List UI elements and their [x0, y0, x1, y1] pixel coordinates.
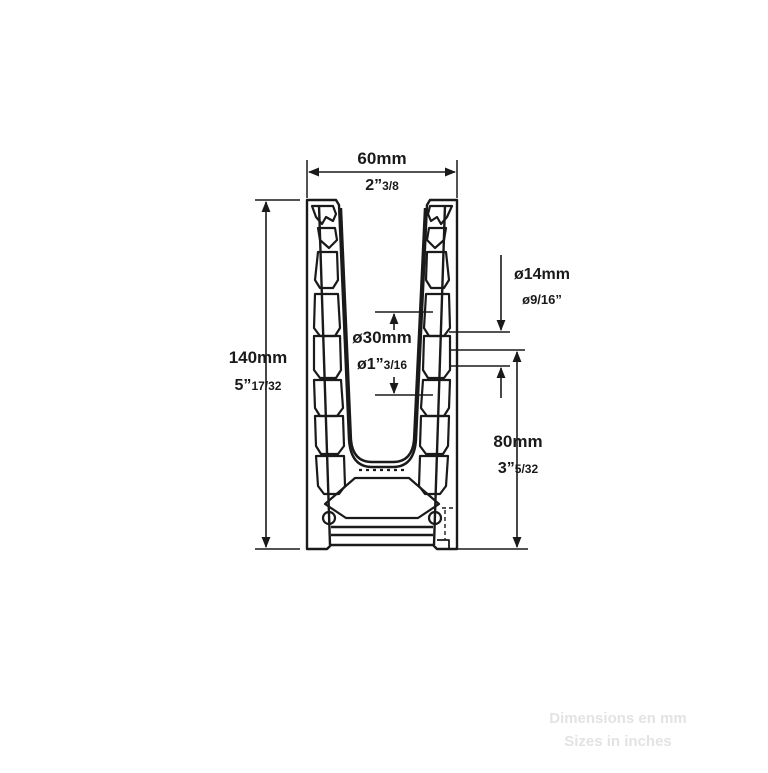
- bore-small-inch-label: ø9/16”: [522, 292, 562, 307]
- bore-large-inch-label: ø1”3/16: [357, 356, 407, 373]
- width-mm-label: 60mm: [357, 149, 406, 168]
- bore-large-mm-label: ø30mm: [352, 328, 412, 347]
- left-screw-channel-icon: [321, 510, 337, 526]
- right-hook-icon: [426, 204, 454, 226]
- top-hooks: [310, 204, 454, 226]
- width-inch-label: 2”3/8: [365, 177, 399, 194]
- profile-outer-contour: [305, 198, 459, 551]
- height-inch-label: 5”17/32: [235, 377, 282, 394]
- right-screw-channel-icon: [427, 510, 443, 526]
- bottom-trapezoid-chamber: [323, 476, 441, 520]
- profile-inner-channel: [339, 207, 427, 464]
- profile-outline: [305, 198, 459, 551]
- footnote-units-imperial: Sizes in inches: [564, 733, 672, 750]
- footnote-units-metric: Dimensions en mm: [549, 710, 687, 727]
- extension-lines: [255, 160, 528, 550]
- base-chamber: [321, 468, 457, 549]
- dimension-labels: 60mm 2”3/8 140mm 5”17/32 ø30mm ø1”3/16 ø…: [229, 149, 570, 477]
- right-chambers: [417, 226, 452, 496]
- height-mm-label: 140mm: [229, 348, 288, 367]
- left-chambers: [312, 226, 347, 496]
- bore-small-mm-label: ø14mm: [514, 266, 570, 283]
- offset-inch-label: 3”5/32: [498, 460, 539, 477]
- offset-mm-label: 80mm: [493, 432, 542, 451]
- left-hook-icon: [310, 204, 338, 226]
- dimension-lines: [261, 167, 522, 549]
